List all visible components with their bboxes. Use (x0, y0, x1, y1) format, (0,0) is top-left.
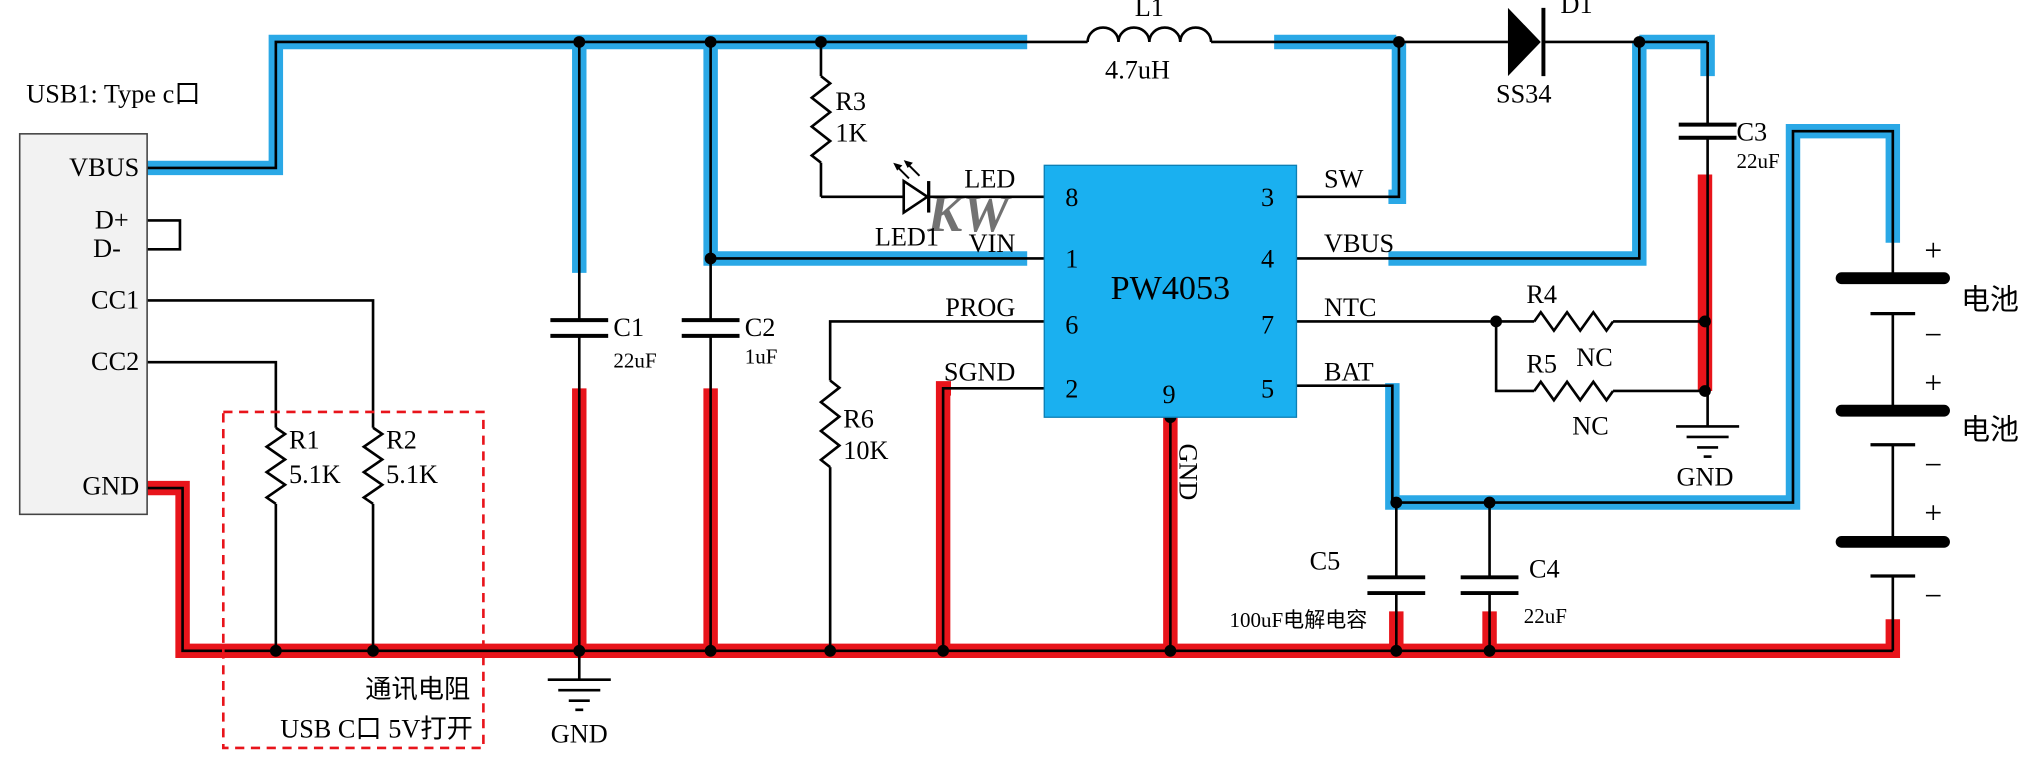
resistor-r1: R1 5.1K (264, 426, 341, 505)
usb-pin-cc1: CC1 (91, 285, 139, 314)
battery-plus-2: + (1924, 366, 1942, 401)
r1-ref: R1 (289, 426, 320, 455)
watermark-logo: KW (926, 185, 1012, 243)
resistor-r4: R4 NC (1526, 280, 1615, 372)
ground-net-highlight (147, 174, 1901, 659)
usb-title: USB1: Type c口 (26, 79, 200, 108)
c2-value: 1uF (745, 344, 778, 368)
ground-label-main: GND (551, 720, 608, 749)
battery-plus-3: + (1924, 496, 1942, 531)
d1-ref: D1 (1560, 0, 1592, 19)
r6-ref: R6 (843, 405, 874, 434)
resistor-r6: R6 10K (818, 379, 889, 469)
ground-symbol-main: GND (547, 678, 611, 749)
chip-pin-vin: VIN (969, 229, 1016, 258)
resistor-r2: R2 5.1K (361, 426, 438, 505)
r1-value: 5.1K (289, 460, 341, 489)
ground-symbol-ntc: GND (1676, 425, 1740, 491)
led-led1: LED1 (875, 160, 939, 251)
usb-pin-dminus: D- (93, 234, 121, 263)
usb-pin-vbus: VBUS (69, 153, 139, 182)
chip-pin-vbus: VBUS (1324, 229, 1394, 258)
chip-pin-bat: BAT (1324, 358, 1374, 387)
battery-minus-1: − (1924, 317, 1942, 352)
chip-pin-5: 5 (1261, 375, 1274, 404)
usb-pin-cc2: CC2 (91, 347, 139, 376)
chip-pin-6: 6 (1065, 310, 1078, 339)
chip-pin-1: 1 (1065, 245, 1078, 274)
diode-d1: D1 SS34 (1496, 0, 1593, 108)
battery-cell-3: + − (1835, 496, 1950, 613)
chip-pin-2: 2 (1065, 375, 1078, 404)
d1-value: SS34 (1496, 79, 1551, 108)
chip-pin-prog: PROG (945, 293, 1015, 322)
battery-cell-2: + − 电池 (1835, 366, 2019, 482)
chip-pin-ntc: NTC (1324, 293, 1377, 322)
resistor-r5: R5 NC (1526, 350, 1615, 440)
usb-pin-dplus: D+ (95, 205, 129, 234)
r2-value: 5.1K (386, 460, 438, 489)
junction-dots (269, 36, 1711, 657)
cc-resistor-annotation: 通讯电阻 USB C口 5V打开 (221, 410, 485, 750)
r4-value: NC (1576, 343, 1612, 372)
inductor-l1: L1 4.7uH (1086, 0, 1213, 85)
annotation-line-2: USB C口 5V打开 (280, 714, 473, 743)
l1-ref: L1 (1135, 0, 1164, 22)
battery-minus-3: − (1924, 578, 1942, 613)
capacitor-c3: C3 22uF (1678, 117, 1780, 173)
r2-ref: R2 (386, 426, 417, 455)
chip-pin-sgnd: SGND (944, 358, 1016, 387)
ground-label-ntc: GND (1677, 462, 1734, 491)
c3-value: 22uF (1737, 149, 1780, 173)
capacitor-c5: C5 100uF电解电容 (1229, 546, 1426, 632)
l1-value: 4.7uH (1105, 56, 1170, 85)
capacitor-c2: C2 1uF (681, 313, 778, 368)
resistor-r3: R3 1K (809, 75, 868, 164)
battery-label-1: 电池 (1961, 285, 2019, 317)
r3-value: 1K (835, 119, 867, 148)
annotation-line-1: 通讯电阻 (365, 675, 470, 704)
chip-pin-gnd: GND (1174, 443, 1203, 500)
c2-ref: C2 (745, 313, 776, 342)
r4-ref: R4 (1526, 280, 1557, 309)
chip-pin-3: 3 (1261, 183, 1274, 212)
r5-ref: R5 (1526, 350, 1557, 379)
chip-pin-led: LED (964, 165, 1015, 194)
c3-ref: C3 (1737, 117, 1768, 146)
r6-value: 10K (843, 436, 888, 465)
capacitor-c4: C4 22uF (1460, 554, 1567, 628)
r5-value: NC (1572, 411, 1608, 440)
c1-value: 22uF (613, 348, 656, 372)
c5-value: 100uF电解电容 (1229, 608, 1367, 632)
led1-ref: LED1 (875, 222, 939, 251)
chip-pin-7: 7 (1261, 310, 1274, 339)
r3-ref: R3 (835, 87, 866, 116)
c4-value: 22uF (1524, 604, 1567, 628)
capacitor-c1: C1 22uF (550, 313, 657, 372)
chip-name: PW4053 (1111, 270, 1231, 307)
battery-minus-2: − (1924, 447, 1942, 482)
chip-pin-9: 9 (1162, 380, 1175, 409)
chip-pin-sw: SW (1324, 165, 1364, 194)
chip-pin-4: 4 (1261, 245, 1274, 274)
usb-connector: USB1: Type c口 VBUS D+ D- CC1 CC2 GND (18, 79, 201, 516)
battery-label-2: 电池 (1961, 415, 2019, 447)
battery-plus-1: + (1924, 233, 1942, 268)
pw4053-chip: PW4053 LED 8 VIN 1 PROG 6 SGND 2 SW 3 VB… (944, 165, 1394, 501)
c1-ref: C1 (613, 313, 644, 342)
wires (147, 40, 1895, 680)
usb-pin-gnd: GND (82, 472, 139, 501)
chip-pin-8: 8 (1065, 183, 1078, 212)
c5-ref: C5 (1310, 546, 1341, 575)
c4-ref: C4 (1529, 554, 1560, 583)
battery-cell-1: + − 电池 (1835, 233, 2019, 352)
